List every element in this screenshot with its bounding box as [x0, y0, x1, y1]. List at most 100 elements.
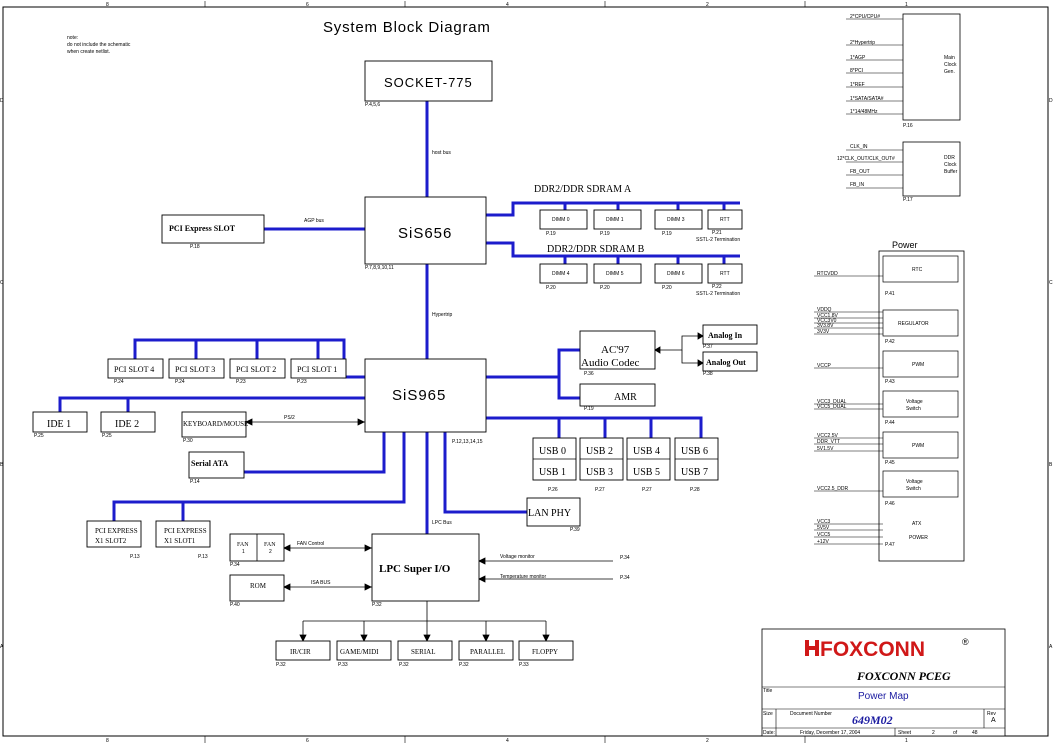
pw-switch-2-line2: Switch	[906, 486, 921, 492]
grid-col-1-bottom: 1	[905, 738, 908, 744]
division-name: FOXCONN PCEG	[856, 669, 951, 683]
usb-5: USB 5	[633, 467, 660, 478]
sheet-value: 2	[932, 730, 935, 736]
rtt-b-page: P.22	[712, 284, 722, 290]
ide-1: IDE 1	[47, 419, 71, 430]
sheet-key: Sheet	[898, 730, 912, 736]
pci-slot-3: PCI SLOT 3	[175, 365, 215, 374]
of-key: of	[953, 730, 958, 736]
io-ir-cir: IR/CIR	[290, 648, 311, 656]
voltage-monitor-label: Voltage monitor	[500, 554, 535, 560]
docnum-key: Document Number	[790, 711, 832, 717]
dimm-5-page: P.20	[600, 285, 610, 291]
analog-out-page: P.38	[703, 371, 713, 377]
grid-top: 8 6 4 2 1	[106, 1, 908, 8]
grid-col-1: 1	[905, 2, 908, 8]
analog-out-label: Analog Out	[706, 358, 746, 367]
buf-line2: Clock	[944, 162, 957, 168]
io-serial-page: P.32	[399, 662, 409, 668]
sheet-border	[2, 6, 1049, 737]
rtt-a: RTT	[720, 217, 730, 223]
io-floppy: FLOPPY	[532, 648, 558, 656]
serial-ata-page: P.14	[190, 479, 200, 485]
logo-wordmark: FOXCONN	[820, 638, 925, 661]
ddr-a-title: DDR2/DDR SDRAM A	[534, 184, 632, 195]
clk-in-0: 2*CPU/CPU#	[850, 14, 880, 20]
grid-col-6: 6	[306, 2, 309, 8]
clk-gen-line2: Clock	[944, 62, 957, 68]
buf-line3: Buffer	[944, 169, 958, 175]
usb-67-page: P.28	[690, 487, 700, 493]
title-value: Power Map	[858, 691, 909, 702]
block-outlines	[32, 60, 758, 661]
power-section: Power RTCV	[814, 240, 965, 562]
logo-registered: ®	[962, 637, 969, 647]
cpu-page: P.4,5,6	[365, 102, 380, 108]
foxconn-logo: FOXCONN ®	[805, 637, 969, 661]
analog-in-label: Analog In	[708, 331, 743, 340]
pw-in-ddrvtt: DDR_VTT	[817, 439, 840, 445]
grid-col-4: 4	[506, 2, 509, 8]
usb-01-page: P.26	[548, 487, 558, 493]
fan-control-label: FAN Control	[297, 541, 324, 547]
temperature-monitor-page: P.34	[620, 575, 630, 581]
pci-slot-2-page: P.23	[236, 379, 246, 385]
dimm-1-page: P.19	[600, 231, 610, 237]
usb-23-page: P.27	[595, 487, 605, 493]
usb-6: USB 6	[681, 446, 708, 457]
pw-page-42: P.42	[885, 339, 895, 345]
dimm-0: DIMM 0	[552, 217, 570, 223]
termination-b: SSTL-2 Termination	[696, 291, 740, 297]
analog-in-page: P.37	[703, 344, 713, 350]
rom-page: P.40	[230, 602, 240, 608]
lan-phy-label: LAN PHY	[528, 508, 571, 519]
grid-row-c-right: C	[1049, 280, 1053, 286]
pw-switch-1-line2: Switch	[906, 406, 921, 412]
buf-in-1: 12*CLK_OUT/CLK_OUT#	[837, 156, 895, 162]
io-parallel: PARALLEL	[470, 648, 505, 656]
pci-slot-4-page: P.24	[114, 379, 124, 385]
ide-2: IDE 2	[115, 419, 139, 430]
note-line-1: note:	[67, 35, 78, 41]
grid-col-6-bottom: 6	[306, 738, 309, 744]
cpu-label: SOCKET-775	[384, 75, 473, 90]
pw-page-46: P.46	[885, 501, 895, 507]
dimm-4: DIMM 4	[552, 271, 570, 277]
northbridge-label: SiS656	[398, 225, 452, 242]
pw-pwm-2: PWM	[912, 443, 924, 449]
grid-row-a-right: A	[1049, 644, 1053, 650]
dimm-1: DIMM 1	[606, 217, 624, 223]
pcie-slot-page: P.18	[190, 244, 200, 250]
usb-45-page: P.27	[642, 487, 652, 493]
dimm-3: DIMM 3	[667, 217, 685, 223]
ac97-page: P.36	[584, 371, 594, 377]
dimm-4-page: P.20	[546, 285, 556, 291]
pw-in-3v38: 3V3.8V	[817, 323, 834, 329]
amr-label: AMR	[614, 392, 637, 403]
divider-lines	[256, 458, 718, 561]
grid-row-a: A	[0, 644, 4, 650]
io-game-midi-page: P.33	[338, 662, 348, 668]
dimm-0-page: P.19	[546, 231, 556, 237]
isa-bus-label: ISA BUS	[311, 580, 331, 586]
ac97-line2: Audio Codec	[581, 357, 639, 369]
usb-1: USB 1	[539, 467, 566, 478]
power-title: Power	[892, 240, 918, 250]
grid-row-b: B	[0, 462, 4, 468]
pcie-slot-label: PCI Express SLOT	[169, 224, 236, 233]
southbridge-page: P.12,13,14,15	[452, 439, 483, 445]
grid-row-c: C	[0, 280, 4, 286]
pw-in-vccp: VCCP	[817, 363, 832, 369]
grid-row-d: D	[0, 98, 4, 104]
grid-col-8-bottom: 8	[106, 738, 109, 744]
pcie-x1-slot1-page: P.13	[198, 554, 208, 560]
usb-0: USB 0	[539, 446, 566, 457]
southbridge-label: SiS965	[392, 387, 446, 404]
logo-mark-icon	[805, 640, 819, 656]
rtt-a-page: P.21	[712, 230, 722, 236]
agp-bus-label: AGP bus	[304, 218, 324, 224]
pcie-x1-slot1-line2: X1 SLOT1	[164, 537, 196, 545]
clock-buffer: CLK_IN 12*CLK_OUT/CLK_OUT# FB_OUT FB_IN …	[837, 141, 961, 203]
voltage-monitor-page: P.34	[620, 555, 630, 561]
